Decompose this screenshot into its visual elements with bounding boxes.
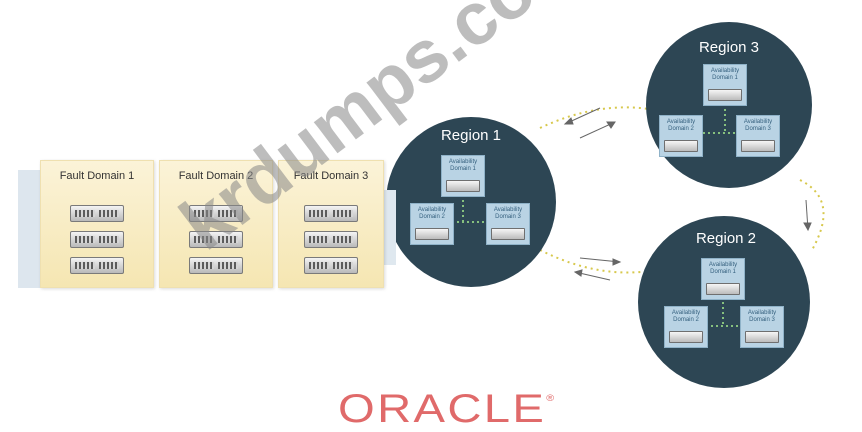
server-icon bbox=[446, 180, 480, 192]
registered-mark: ® bbox=[546, 393, 555, 403]
region-1-ad-1: Availability Domain 1 bbox=[441, 155, 485, 197]
oracle-logo: ORACLE® bbox=[338, 387, 554, 432]
region-1-ad-3: Availability Domain 3 bbox=[486, 203, 530, 245]
ad-label: Availability Domain 1 bbox=[710, 68, 740, 81]
fault-domain-backdrop bbox=[18, 170, 40, 288]
ad-label: Availability Domain 3 bbox=[747, 310, 777, 323]
region-1-title: Region 1 bbox=[440, 127, 502, 144]
ad-label: Availability Domain 2 bbox=[417, 207, 447, 220]
server-icon bbox=[706, 283, 740, 295]
fault-domain-3: Fault Domain 3 bbox=[278, 160, 384, 288]
region-1-ad-2: Availability Domain 2 bbox=[410, 203, 454, 245]
fault-domain-3-label: Fault Domain 3 bbox=[293, 170, 369, 182]
ad-label: Availability Domain 2 bbox=[666, 119, 696, 132]
region-2-title: Region 2 bbox=[695, 230, 757, 247]
server-icon bbox=[304, 205, 358, 222]
server-icon bbox=[491, 228, 525, 240]
region-3-ad-3: Availability Domain 3 bbox=[736, 115, 780, 157]
arrow-r3-r2-a-head bbox=[803, 222, 812, 232]
arrow-r1-r3-b-head bbox=[606, 121, 616, 129]
link-region1-region3 bbox=[539, 106, 656, 129]
server-icon bbox=[745, 331, 779, 343]
server-icon bbox=[70, 257, 124, 274]
arrow-r1-r2-b-head bbox=[573, 269, 583, 277]
server-icon bbox=[189, 205, 243, 222]
ad-label: Availability Domain 2 bbox=[671, 310, 701, 323]
region-3-ad-2: Availability Domain 2 bbox=[659, 115, 703, 157]
server-icon bbox=[741, 140, 775, 152]
ad-label: Availability Domain 1 bbox=[448, 159, 478, 172]
region-2-ad-1: Availability Domain 1 bbox=[701, 258, 745, 300]
server-icon bbox=[189, 231, 243, 248]
ad-label: Availability Domain 3 bbox=[493, 207, 523, 220]
arrow-r1-r2-a-head bbox=[612, 258, 622, 266]
server-icon bbox=[70, 205, 124, 222]
region-3-title: Region 3 bbox=[698, 39, 760, 56]
server-icon bbox=[708, 89, 742, 101]
server-icon bbox=[304, 231, 358, 248]
server-icon bbox=[189, 257, 243, 274]
link-region1-region2 bbox=[539, 249, 656, 274]
fault-to-region-connector bbox=[380, 190, 396, 265]
ad-label: Availability Domain 1 bbox=[708, 262, 738, 275]
arrow-r1-r3-a-head bbox=[563, 117, 574, 125]
region-2-ad-2: Availability Domain 2 bbox=[664, 306, 708, 348]
oracle-logo-text: ORACLE bbox=[338, 387, 547, 431]
fault-domain-2: Fault Domain 2 bbox=[159, 160, 273, 288]
server-icon bbox=[415, 228, 449, 240]
server-icon bbox=[669, 331, 703, 343]
region-2-ad-3: Availability Domain 3 bbox=[740, 306, 784, 348]
region-3-ad-1: Availability Domain 1 bbox=[703, 64, 747, 106]
server-icon bbox=[304, 257, 358, 274]
fault-domain-2-label: Fault Domain 2 bbox=[178, 170, 254, 182]
fault-domain-1-label: Fault Domain 1 bbox=[59, 170, 135, 182]
server-icon bbox=[664, 140, 698, 152]
fault-domain-1: Fault Domain 1 bbox=[40, 160, 154, 288]
link-region3-region2 bbox=[799, 179, 825, 251]
server-icon bbox=[70, 231, 124, 248]
ad-label: Availability Domain 3 bbox=[743, 119, 773, 132]
